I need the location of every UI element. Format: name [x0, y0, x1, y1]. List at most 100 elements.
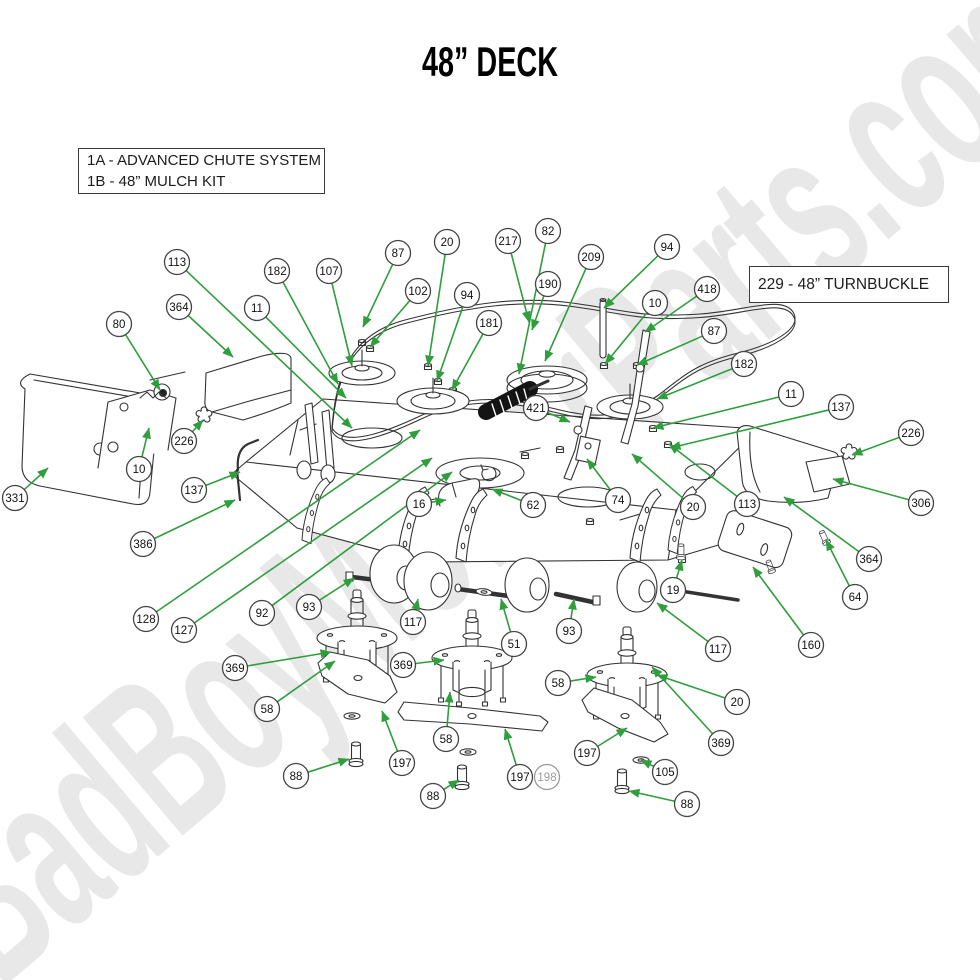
svg-text:113: 113: [738, 499, 756, 511]
part-balloon-127: 127: [170, 616, 198, 644]
part-balloon-197: 197: [388, 749, 416, 777]
svg-text:88: 88: [290, 771, 303, 783]
legend-line-mulch-kit: 1B - 48” MULCH KIT: [87, 173, 226, 190]
part-balloon-226: 226: [897, 419, 925, 447]
legend-box-turnbuckle: 229 - 48” TURNBUCKLE: [749, 266, 949, 303]
leader-line-94: [436, 306, 464, 382]
leader-line-20: [631, 453, 685, 500]
svg-text:16: 16: [413, 499, 426, 511]
leader-line-10: [604, 312, 648, 365]
part-balloon-92: 92: [248, 599, 276, 627]
leader-line-113: [668, 443, 738, 498]
svg-text:127: 127: [174, 625, 193, 637]
part-balloon-331: 331: [1, 484, 29, 512]
svg-text:113: 113: [168, 257, 186, 269]
part-balloon-306: 306: [907, 489, 935, 517]
part-balloon-418: 418: [693, 275, 721, 303]
leader-line-197: [597, 727, 628, 748]
leader-line-88: [307, 757, 350, 773]
part-balloon-369: 369: [221, 654, 249, 682]
svg-text:128: 128: [136, 614, 155, 626]
svg-text:386: 386: [133, 539, 152, 551]
part-balloon-62: 62: [519, 491, 547, 519]
leader-line-364: [187, 314, 234, 358]
leader-line-386: [153, 499, 236, 540]
svg-text:364: 364: [859, 554, 879, 566]
svg-text:20: 20: [687, 502, 700, 514]
svg-text:306: 306: [911, 498, 930, 510]
leader-line-51: [499, 598, 512, 633]
leader-line-217: [510, 252, 531, 323]
part-balloon-217: 217: [494, 227, 522, 255]
svg-text:364: 364: [169, 302, 189, 314]
leader-line-181: [451, 333, 484, 391]
leader-line-93: [567, 598, 577, 619]
part-balloon-190: 190: [534, 270, 562, 298]
leader-line-94: [603, 255, 659, 309]
svg-text:94: 94: [661, 242, 674, 254]
part-balloon-74: 74: [604, 486, 632, 514]
svg-text:87: 87: [392, 248, 405, 260]
leader-line-364: [783, 496, 860, 553]
svg-text:58: 58: [261, 704, 274, 716]
leader-lines-layer: [23, 243, 910, 803]
part-balloon-88: 88: [282, 762, 310, 790]
leader-line-190: [531, 295, 545, 331]
legend-line-turnbuckle: 229 - 48” TURNBUCKLE: [758, 275, 930, 293]
leader-line-58: [570, 674, 597, 684]
leader-line-11: [652, 396, 780, 430]
part-balloon-88: 88: [419, 782, 447, 810]
leader-line-113: [185, 270, 353, 429]
svg-text:94: 94: [461, 290, 474, 302]
part-balloon-87: 87: [700, 317, 728, 345]
part-balloon-113: 113: [163, 248, 191, 276]
part-balloon-87: 87: [384, 239, 412, 267]
leader-line-107: [331, 282, 354, 367]
part-balloon-160: 160: [797, 631, 825, 659]
svg-text:58: 58: [440, 734, 453, 746]
leader-line-209: [544, 268, 587, 362]
part-balloon-20: 20: [433, 228, 461, 256]
leader-line-197: [503, 728, 518, 766]
leader-line-226: [851, 436, 900, 456]
leader-line-74: [586, 458, 612, 491]
leader-line-20: [656, 674, 726, 699]
svg-text:93: 93: [563, 626, 576, 638]
leader-line-137: [669, 409, 830, 450]
part-balloon-107: 107: [315, 257, 343, 285]
leader-line-10: [141, 427, 151, 458]
leader-line-197: [381, 710, 399, 752]
svg-text:182: 182: [267, 266, 286, 278]
svg-text:88: 88: [681, 799, 694, 811]
svg-text:181: 181: [479, 318, 498, 330]
part-balloon-364: 364: [855, 545, 883, 573]
leader-line-160: [752, 566, 805, 636]
part-balloon-64: 64: [841, 583, 869, 611]
leader-line-331: [23, 467, 49, 491]
part-balloon-19: 19: [659, 576, 687, 604]
part-balloon-10: 10: [641, 289, 669, 317]
leader-line-20: [425, 254, 446, 367]
svg-text:87: 87: [708, 326, 721, 338]
svg-text:190: 190: [538, 279, 557, 291]
part-balloon-58: 58: [432, 725, 460, 753]
part-balloon-197: 197: [506, 763, 534, 791]
part-balloon-117: 117: [704, 635, 732, 663]
svg-text:19: 19: [667, 585, 680, 597]
part-balloon-20: 20: [723, 688, 751, 716]
svg-text:64: 64: [849, 592, 862, 604]
leader-line-105: [640, 759, 655, 769]
svg-text:74: 74: [612, 495, 625, 507]
svg-text:226: 226: [901, 428, 920, 440]
leader-line-19: [674, 559, 684, 579]
part-balloon-102: 102: [404, 277, 432, 305]
leader-line-80: [124, 334, 161, 391]
part-balloon-198: 198: [533, 763, 561, 791]
part-balloon-93: 93: [295, 593, 323, 621]
leader-line-102: [369, 299, 411, 348]
svg-text:137: 137: [831, 402, 850, 414]
svg-text:82: 82: [542, 226, 555, 238]
part-balloon-369: 369: [707, 729, 735, 757]
